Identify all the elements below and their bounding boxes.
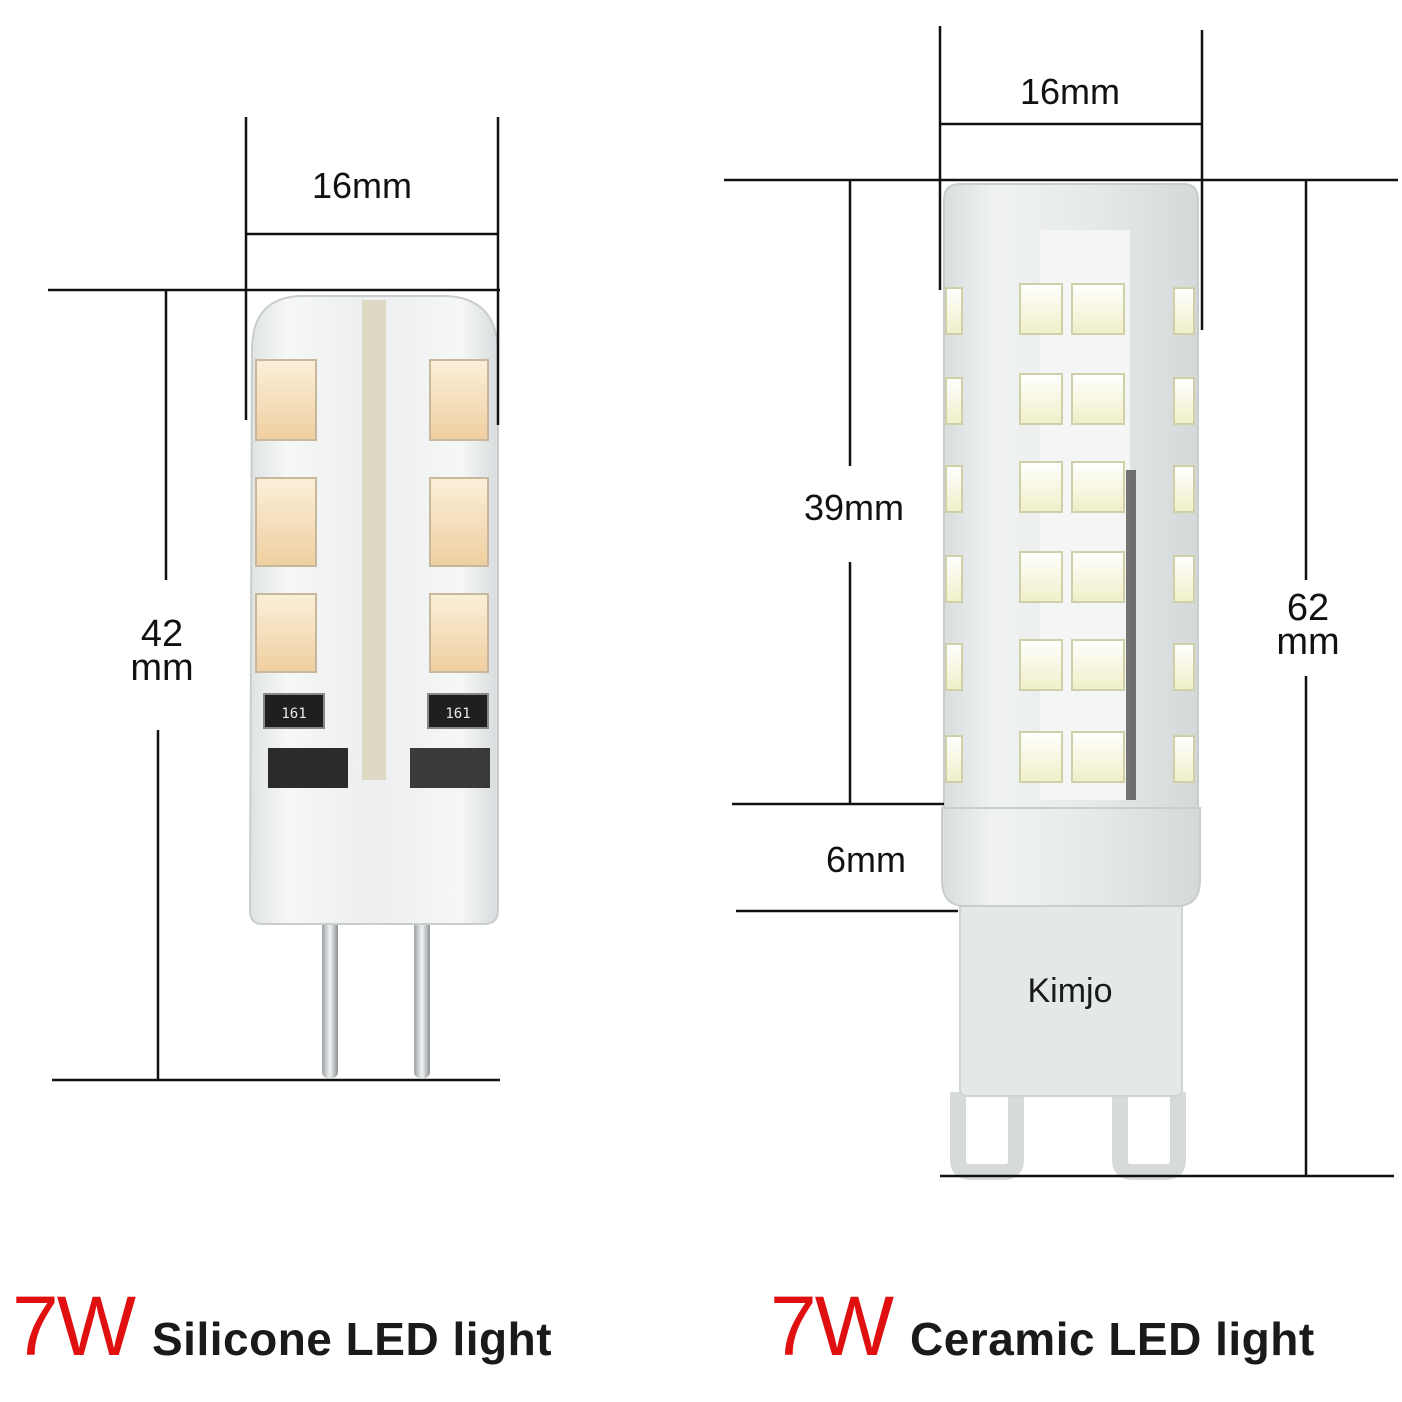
left-height-label-unit: mm bbox=[130, 647, 193, 689]
ceramic-collar bbox=[941, 807, 1201, 907]
silicone-bulb: 161 161 bbox=[248, 295, 499, 1078]
ceramic-description: Ceramic LED light bbox=[910, 1313, 1315, 1365]
left-loop-pin bbox=[950, 1092, 1024, 1180]
cool-led-chips bbox=[1019, 283, 1125, 783]
right-dimension-lines bbox=[724, 26, 1398, 1178]
warm-led-chips bbox=[255, 359, 489, 673]
right-total-height-unit: mm bbox=[1276, 621, 1339, 663]
resistor-chip-left bbox=[263, 693, 325, 729]
ceramic-caption: 7W Ceramic LED light bbox=[770, 1278, 1315, 1398]
right-body-length-label: 39mm bbox=[804, 487, 904, 528]
resistor-label-left: 161 bbox=[281, 706, 306, 722]
driver-chip-right bbox=[410, 748, 490, 788]
resistor-label-right: 161 bbox=[445, 706, 470, 722]
driver-chip-left bbox=[268, 748, 348, 788]
right-loop-pin bbox=[1112, 1092, 1186, 1180]
ceramic-bulb: Kimjo bbox=[941, 183, 1201, 1180]
left-dimension-lines bbox=[48, 117, 500, 1082]
resistor-chip-right bbox=[427, 693, 489, 729]
left-pin bbox=[322, 915, 338, 1078]
silicone-spine bbox=[362, 300, 386, 780]
right-pin bbox=[414, 915, 430, 1078]
right-total-height-number: 62 bbox=[1287, 587, 1329, 629]
ceramic-wattage: 7W bbox=[770, 1279, 894, 1373]
brand-label: Kimjo bbox=[1027, 972, 1112, 1010]
right-width-label: 16mm bbox=[1020, 71, 1120, 112]
side-led-chips bbox=[945, 287, 1195, 783]
ceramic-driver-strip bbox=[1126, 470, 1136, 800]
silicone-caption: 7W Silicone LED light bbox=[12, 1278, 552, 1398]
left-height-label-number: 42 bbox=[141, 613, 183, 655]
left-width-label: 16mm bbox=[312, 165, 412, 206]
right-base-length-label: 6mm bbox=[826, 839, 906, 880]
silicone-wattage: 7W bbox=[12, 1279, 136, 1373]
silicone-description: Silicone LED light bbox=[152, 1313, 553, 1365]
